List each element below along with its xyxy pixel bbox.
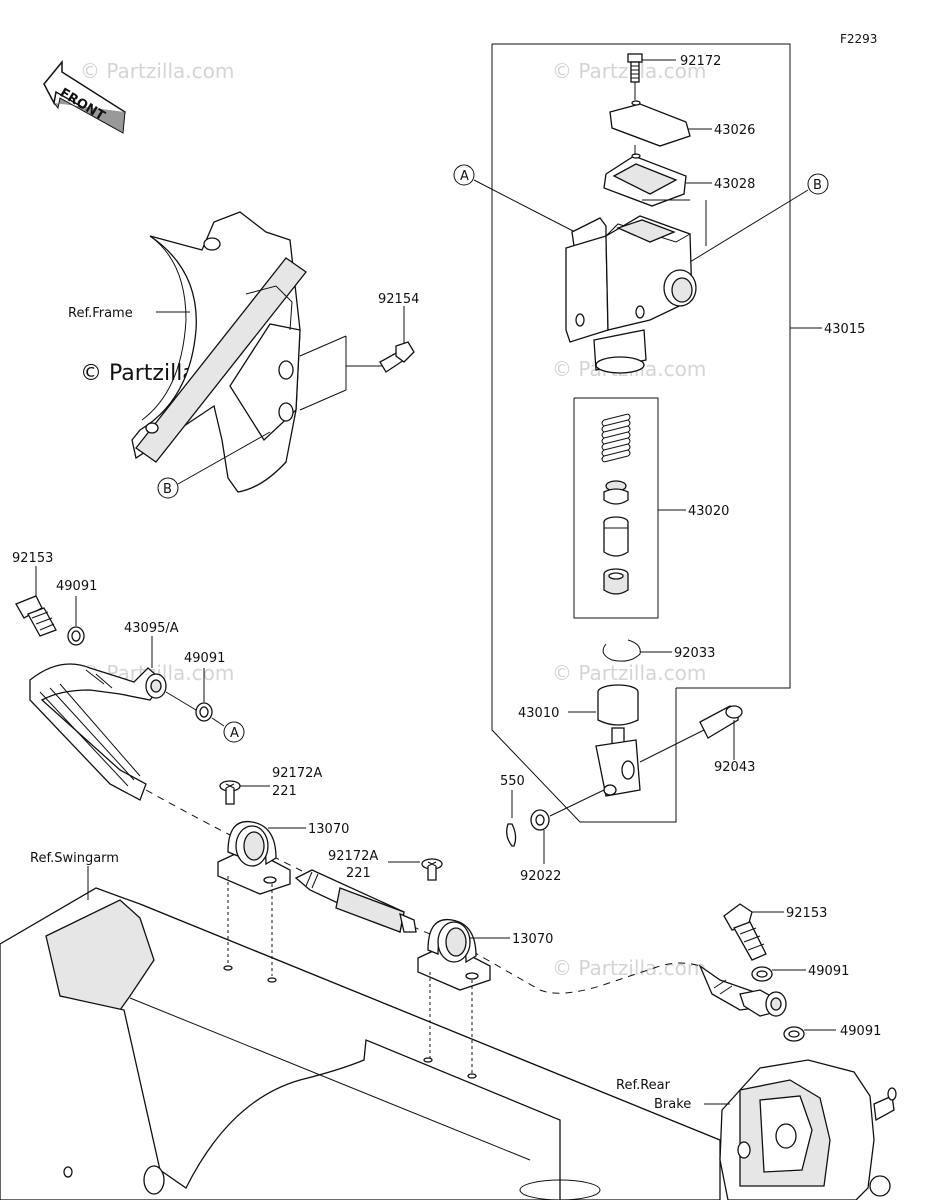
part-label-92153-top: 92153 (12, 551, 53, 566)
part-label-92172: 92172 (680, 54, 721, 69)
ref-rear-brake-label-1: Ref.Rear (616, 1078, 671, 1093)
banjo-bolt-92153-bottom (723, 903, 784, 961)
frame-reference-drawing (131, 211, 382, 493)
cotter-pin-550 (506, 790, 517, 847)
washer-92022 (530, 789, 605, 864)
part-label-92022: 92022 (520, 869, 561, 884)
screw-92172a-2 (388, 858, 443, 881)
washer-49091-b (195, 668, 225, 727)
part-label-43020: 43020 (688, 504, 729, 519)
part-label-92033: 92033 (674, 646, 715, 661)
callout-b-label: B (163, 482, 172, 497)
part-label-13070-1: 13070 (308, 822, 349, 837)
swingarm-reference-drawing (0, 887, 721, 1200)
spring-43020 (601, 413, 631, 463)
part-label-43010: 43010 (518, 706, 559, 721)
part-label-221-1: 221 (272, 784, 297, 799)
master-cylinder-body (565, 199, 707, 374)
part-label-43028: 43028 (714, 177, 755, 192)
brake-hose-43095a (29, 636, 197, 801)
washer-49091-d (783, 1026, 836, 1042)
ref-frame-label: Ref.Frame (68, 306, 133, 321)
washer-49091-c (751, 966, 806, 982)
callout-a-label: A (460, 169, 469, 184)
part-label-92153-bottom: 92153 (786, 906, 827, 921)
assembly-bracket-43015 (491, 43, 822, 689)
piston-cup-43020 (603, 480, 629, 505)
callout-b-label: B (813, 178, 822, 193)
part-label-13070-2: 13070 (512, 932, 553, 947)
part-label-43095a: 43095/A (124, 621, 179, 636)
screw-92172a-1 (219, 780, 270, 805)
pin-92043 (639, 705, 743, 763)
callout-b-icon (807, 173, 829, 195)
banjo-bolt-92153-top (15, 566, 57, 637)
callout-b-icon (157, 477, 179, 499)
part-label-221-2: 221 (346, 866, 371, 881)
pushrod-43010 (568, 684, 641, 797)
assembly-bracket-lower (491, 200, 677, 823)
watermark: © Partzilla.com (552, 661, 706, 685)
rear-brake-caliper (704, 1059, 897, 1200)
part-label-92172a-1: 92172A (272, 766, 322, 781)
ref-swingarm-label: Ref.Swingarm (30, 851, 119, 866)
part-label-49091-a: 49091 (56, 579, 97, 594)
piston-kit-bracket-43020 (573, 397, 686, 619)
washer-49091-a (67, 596, 85, 646)
brake-hose-lower (698, 964, 787, 1017)
part-label-92043: 92043 (714, 760, 755, 775)
watermark: © Partzilla.com (80, 59, 234, 83)
seal-43020 (603, 568, 629, 595)
part-label-92172a-2: 92172A (328, 849, 378, 864)
callout-a-icon (453, 164, 475, 186)
callout-a-label: A (230, 726, 239, 741)
ref-rear-brake-label-2: Brake (654, 1097, 691, 1112)
part-label-49091-c: 49091 (808, 964, 849, 979)
screw-92172 (627, 53, 676, 100)
callout-a-icon (223, 721, 245, 743)
cap-43026 (609, 100, 712, 147)
part-label-49091-d: 49091 (840, 1024, 881, 1039)
hose-routing-line (145, 789, 701, 994)
part-label-43015: 43015 (824, 322, 865, 337)
diaphragm-43028 (603, 145, 712, 207)
circlip-92033 (602, 639, 672, 662)
hose-guide-13070-1 (217, 820, 306, 976)
piston-43020 (603, 516, 629, 557)
part-label-550: 550 (500, 774, 525, 789)
part-label-49091-b: 49091 (184, 651, 225, 666)
hose-protector (294, 869, 417, 933)
hose-guide-13070-2 (417, 918, 510, 1074)
figure-code: F2293 (840, 32, 877, 46)
watermark: © Partzilla.com (552, 59, 706, 83)
part-label-43026: 43026 (714, 123, 755, 138)
part-label-92154: 92154 (378, 292, 419, 307)
bolt-92154 (379, 306, 415, 373)
